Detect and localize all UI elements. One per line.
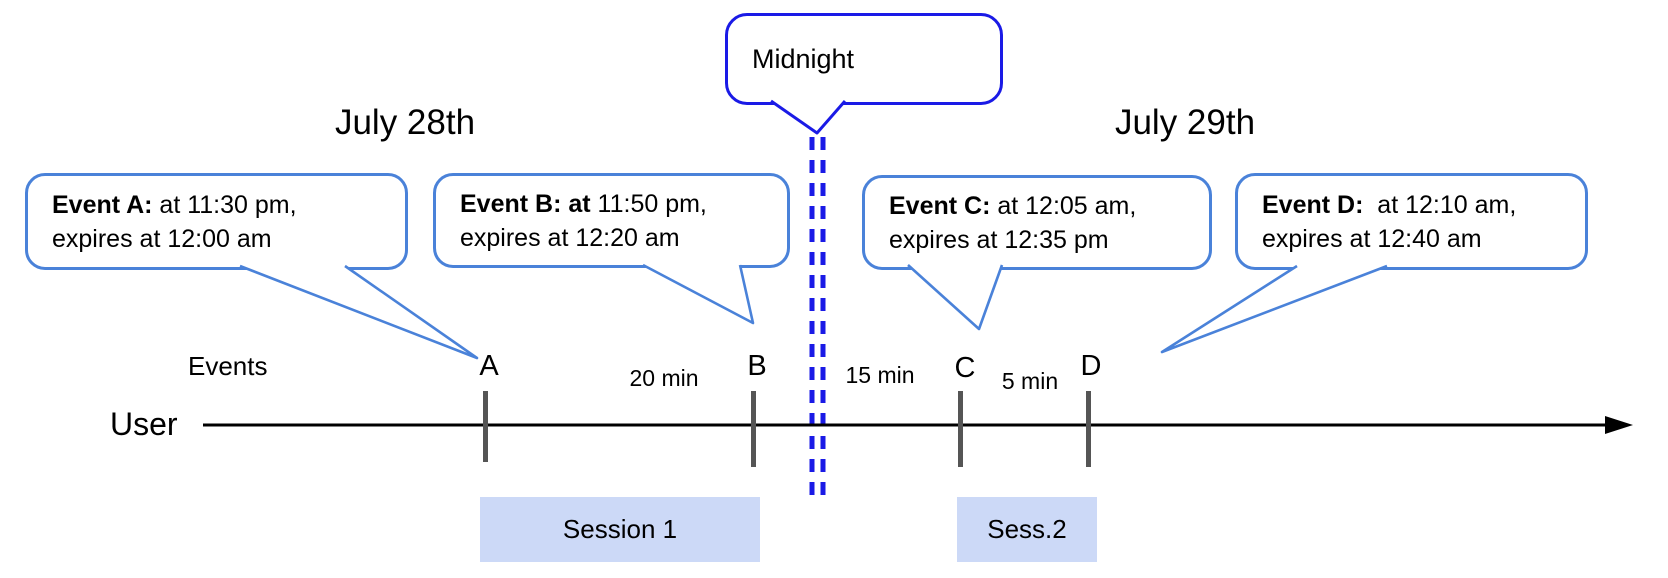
event-a-callout: Event A: at 11:30 pm, expires at 12:00 a…: [25, 173, 408, 270]
event-b-line2: expires at 12:20 am: [460, 223, 680, 252]
tick-label-d: D: [1080, 350, 1102, 382]
user-axis-label: User: [110, 406, 178, 442]
event-d-line1: Event D: at 12:10 am,: [1262, 188, 1585, 222]
date-label-july-28: July 28th: [334, 103, 476, 142]
event-a-title: Event A:: [52, 190, 153, 219]
event-c-title: Event C:: [889, 191, 991, 220]
tick-label-c: C: [954, 352, 976, 384]
events-axis-label: Events: [188, 351, 268, 381]
interval-label-20min: 20 min: [629, 365, 699, 391]
event-a-time: at 11:30 pm,: [152, 190, 297, 219]
event-b-callout-tail: [642, 263, 755, 325]
event-b-time: 11:50 pm,: [590, 189, 707, 218]
session-2-label: Sess.2: [987, 514, 1067, 544]
event-a-callout-tail: [239, 264, 479, 360]
tick-label-b: B: [747, 350, 767, 382]
session-1-box: Session 1: [480, 497, 760, 562]
date-label-july-29: July 29th: [1114, 103, 1256, 142]
event-c-callout: Event C: at 12:05 am, expires at 12:35 p…: [862, 175, 1212, 270]
interval-label-5min: 5 min: [1001, 368, 1059, 394]
timeline-arrowhead-icon: [1605, 416, 1633, 434]
midnight-callout-tail: [770, 99, 847, 135]
event-c-line1: Event C: at 12:05 am,: [889, 189, 1209, 223]
event-a-line1: Event A: at 11:30 pm,: [52, 188, 405, 222]
event-b-line1: Event B: at 11:50 pm,: [460, 187, 787, 221]
event-a-line2: expires at 12:00 am: [52, 224, 272, 253]
session-1-label: Session 1: [562, 514, 678, 544]
event-c-line2: expires at 12:35 pm: [889, 225, 1109, 254]
event-d-callout-tail: [1160, 264, 1388, 354]
event-d-line2: expires at 12:40 am: [1262, 224, 1482, 253]
tick-label-a: A: [479, 350, 499, 382]
event-b-callout: Event B: at 11:50 pm, expires at 12:20 a…: [433, 173, 790, 268]
event-d-time: at 12:10 am,: [1363, 190, 1517, 219]
event-d-title: Event D:: [1262, 190, 1364, 219]
event-d-callout: Event D: at 12:10 am, expires at 12:40 a…: [1235, 173, 1588, 270]
midnight-callout: Midnight: [725, 13, 1003, 105]
event-b-title: Event B: at: [460, 189, 591, 218]
event-c-time: at 12:05 am,: [990, 191, 1137, 220]
event-c-callout-tail: [907, 264, 1004, 331]
interval-label-15min: 15 min: [845, 362, 915, 388]
session-2-box: Sess.2: [957, 497, 1097, 562]
midnight-callout-label: Midnight: [752, 43, 855, 74]
